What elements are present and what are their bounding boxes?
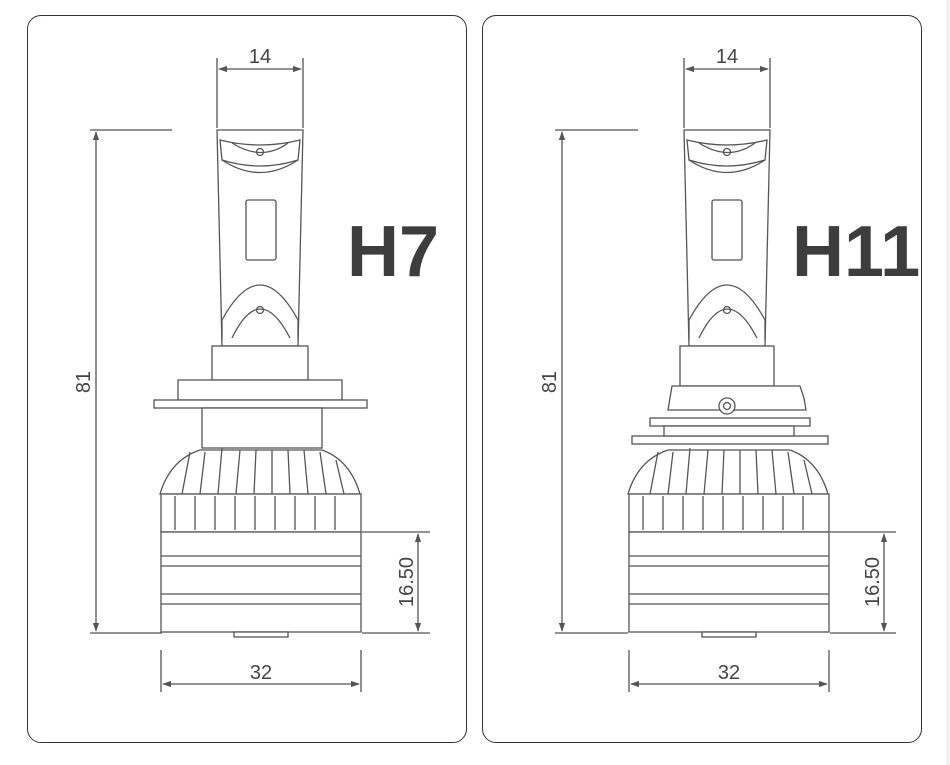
dim-height-h7: 81 bbox=[73, 371, 95, 393]
bulb-h11-drawing bbox=[555, 58, 896, 692]
bulb-h7-drawing bbox=[90, 58, 430, 692]
dim-base-width-h11: 32 bbox=[718, 662, 740, 684]
model-label-h11: H11 bbox=[792, 212, 920, 292]
dim-base-height-h11: 16.50 bbox=[862, 557, 884, 607]
dim-top-width-h7: 14 bbox=[249, 46, 271, 68]
dim-height-h11: 81 bbox=[539, 371, 561, 393]
model-label-h7: H7 bbox=[347, 212, 439, 292]
dim-top-width-h11: 14 bbox=[716, 46, 738, 68]
dim-base-height-h7: 16.50 bbox=[396, 557, 418, 607]
dim-base-width-h7: 32 bbox=[250, 662, 272, 684]
page-edge bbox=[946, 0, 950, 765]
